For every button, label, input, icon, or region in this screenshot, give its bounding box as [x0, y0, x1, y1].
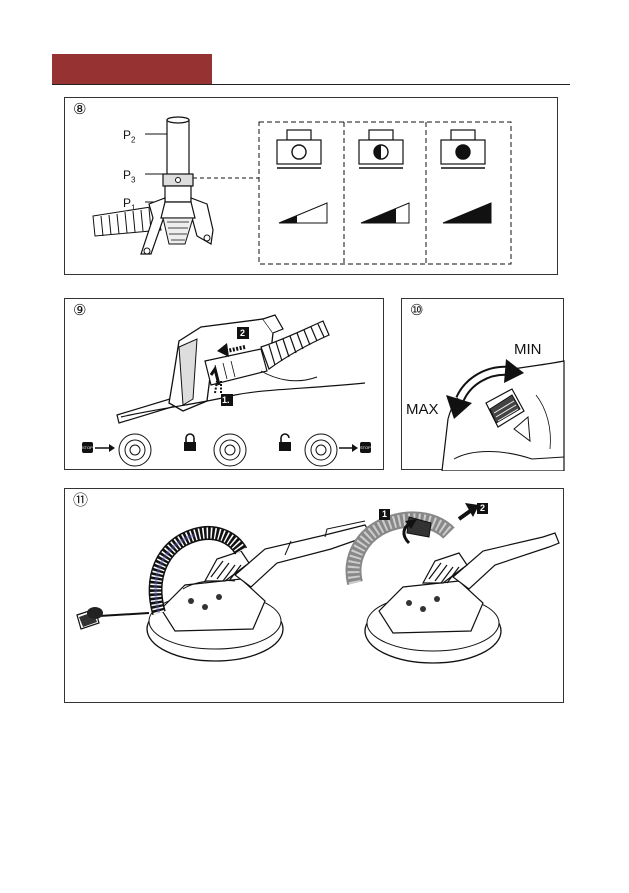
hose-removal-illustration	[65, 489, 565, 704]
badge-1-label: 1.	[222, 395, 230, 405]
lock-icon	[184, 434, 196, 451]
rotation-dial-icon-3	[305, 434, 337, 466]
header-rule	[52, 84, 570, 85]
section-header-bar	[52, 54, 212, 84]
rotation-dial-icon-1	[119, 434, 151, 466]
stop-label-left: STOP	[82, 445, 93, 450]
panel-step-11: ⑪	[64, 488, 564, 703]
panel-step-9: ⑨	[64, 298, 384, 470]
panel-step-10: ⑩ MIN MAX	[401, 298, 564, 470]
setting-medium-icon	[359, 130, 409, 223]
step11-badge-1: 1	[382, 509, 387, 519]
speed-dial-illustration	[402, 299, 565, 471]
setting-indicators	[65, 98, 559, 276]
rotation-dial-icon-2	[214, 434, 246, 466]
screwdriver-icon	[77, 607, 149, 629]
badge-2-label: 2	[240, 328, 245, 338]
setting-low-icon	[277, 130, 327, 223]
sander-head-right	[354, 503, 560, 663]
unlock-icon	[279, 434, 291, 451]
stop-label-right: STOP	[360, 445, 371, 450]
setting-high-icon	[441, 130, 491, 223]
panel-step-8: ⑧ P2 P3 P1	[64, 97, 558, 275]
hose-lock-illustration	[65, 299, 385, 471]
step11-badge-2: 2	[480, 503, 485, 513]
sander-head-left	[77, 521, 371, 661]
